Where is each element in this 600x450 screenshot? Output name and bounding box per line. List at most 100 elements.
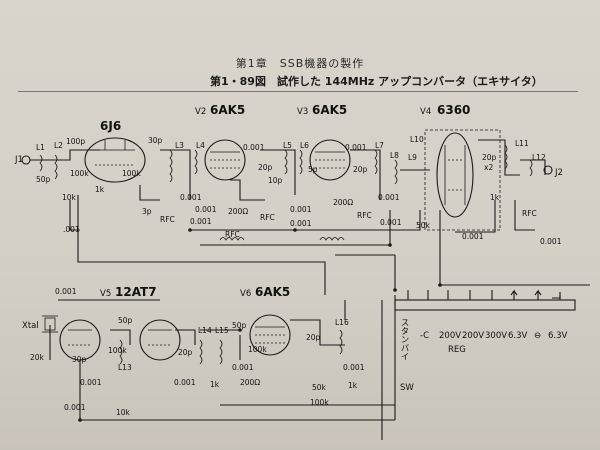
label-l8: L8 <box>390 151 399 160</box>
label-rfc-2: RFC <box>260 213 275 222</box>
label-50p-in: 50p <box>36 175 51 184</box>
label-0001-v2d: 0.001 <box>243 143 265 152</box>
label-3p: 3p <box>142 207 152 216</box>
label-0001-v6c: 0.001 <box>343 363 365 372</box>
label-rfc-3: RFC <box>357 211 372 220</box>
label-30p-osc: 30p <box>72 355 87 364</box>
label-0001-v5b: 0.001 <box>64 403 86 412</box>
label-l9: L9 <box>408 153 417 162</box>
label-100k-v6: 100k <box>248 345 267 354</box>
coil-l12 <box>529 159 533 177</box>
label-1k-v4: 1k <box>490 193 500 202</box>
osc-injection-wire <box>77 195 326 295</box>
heading-rule <box>18 91 578 92</box>
tube-v3-ref: V3 <box>297 107 308 117</box>
coil-l13 <box>119 339 123 365</box>
tube-v2-type: 6AK5 <box>210 103 245 117</box>
figure-title: 第1・89図 試作した 144MHz アップコンバータ（エキサイタ） <box>210 75 543 88</box>
label-l3: L3 <box>175 141 184 150</box>
v1-plate-wire <box>139 185 160 201</box>
label-100k-v1: 100k <box>70 169 89 178</box>
v4-box-wire <box>455 200 496 233</box>
label-l16: L16 <box>335 318 349 327</box>
label-0001-v6b: 0.001 <box>232 363 254 372</box>
label-0001-v3b: 0.001 <box>290 219 312 228</box>
tube-v1-type: 6J6 <box>100 119 121 133</box>
label-20p-v6: 20p <box>306 333 321 342</box>
coil-l11 <box>504 144 508 170</box>
tube-v1 <box>84 137 146 183</box>
tube-v5-type: 12AT7 <box>115 285 157 299</box>
label-standby: スタンバイ <box>399 318 409 361</box>
tube-v3-type: 6AK5 <box>312 103 347 117</box>
label-l14: L14 <box>198 326 212 335</box>
crystal <box>42 315 58 333</box>
v1-grid-return <box>69 200 80 231</box>
tube-v6-ref: V6 <box>240 289 251 299</box>
label-l6: L6 <box>300 141 309 150</box>
coil-l6 <box>299 149 303 175</box>
label-j2: J2 <box>554 168 563 178</box>
jack-j1 <box>21 155 31 165</box>
label-10p-v2: 10p <box>268 176 283 185</box>
tube-v3 <box>309 139 351 181</box>
label-x2: x2 <box>484 163 493 172</box>
v4-plate <box>478 139 520 176</box>
v3-plate <box>350 149 381 200</box>
rfc-choke-right <box>319 237 345 241</box>
label-sw: SW <box>400 383 414 393</box>
v6-plate <box>290 319 345 346</box>
label-0001-v2b: 0.001 <box>195 205 217 214</box>
label-200-v2: 200Ω <box>228 207 248 216</box>
label-0001-v3c: 0.001 <box>345 143 367 152</box>
label-50p-v6: 50p <box>232 321 247 330</box>
coil-l1 <box>39 154 43 172</box>
label-1k-v1: 1k <box>95 185 105 194</box>
label-0001-v6a: 0.001 <box>174 378 196 387</box>
terminal-1: 200V <box>439 331 461 341</box>
jack-j2 <box>543 165 553 175</box>
label-l2: L2 <box>54 141 63 150</box>
label-0001-right: 0.001 <box>540 237 562 246</box>
terminal-6: 6.3V <box>548 331 568 341</box>
label-10k-v5: 10k <box>116 408 131 417</box>
label-l4: L4 <box>196 141 205 150</box>
label-50k-v4: 50k <box>416 221 431 230</box>
label-100p: 100p <box>66 137 85 146</box>
label-20p-x2: 20p <box>482 153 497 162</box>
label-l5: L5 <box>283 141 292 150</box>
coil-l15 <box>219 339 223 365</box>
tube-v5 <box>59 319 181 361</box>
coil-l7 <box>374 149 378 175</box>
coil-l14 <box>199 339 203 365</box>
coil-l16 <box>339 329 343 355</box>
arrow-mark-2 <box>534 289 542 297</box>
label-30p-v1: 30p <box>148 136 163 145</box>
label-20p-v3: 20p <box>353 165 368 174</box>
label-10k-v1: 10k <box>62 193 77 202</box>
terminal-2: 200V <box>462 331 484 341</box>
v4-shield-box <box>424 129 501 231</box>
coil-l5 <box>284 149 288 175</box>
label-l12: L12 <box>532 153 546 162</box>
ground-mark <box>552 292 561 299</box>
label-0001-v4a: 0.001 <box>378 193 400 202</box>
label-20k: 20k <box>30 353 45 362</box>
label-l11: L11 <box>515 139 529 148</box>
label-l1: L1 <box>36 143 45 152</box>
tube-v5-ref: V5 <box>100 289 111 299</box>
tube-v2-ref: V2 <box>195 107 206 117</box>
terminal-0: -C <box>420 331 429 341</box>
label-0001-v4c: 0.001 <box>462 232 484 241</box>
coil-l2 <box>54 154 58 180</box>
chapter-heading: 第1章 SSB機器の製作 <box>235 57 365 70</box>
tube-v6-type: 6AK5 <box>255 285 290 299</box>
label-l15: L15 <box>215 326 229 335</box>
v4-rfc <box>514 200 535 231</box>
terminal-strip <box>394 299 576 311</box>
label-001-v1: .001 <box>63 225 80 234</box>
label-1k-v6b: 1k <box>348 381 358 390</box>
v2-wiring <box>230 179 265 201</box>
